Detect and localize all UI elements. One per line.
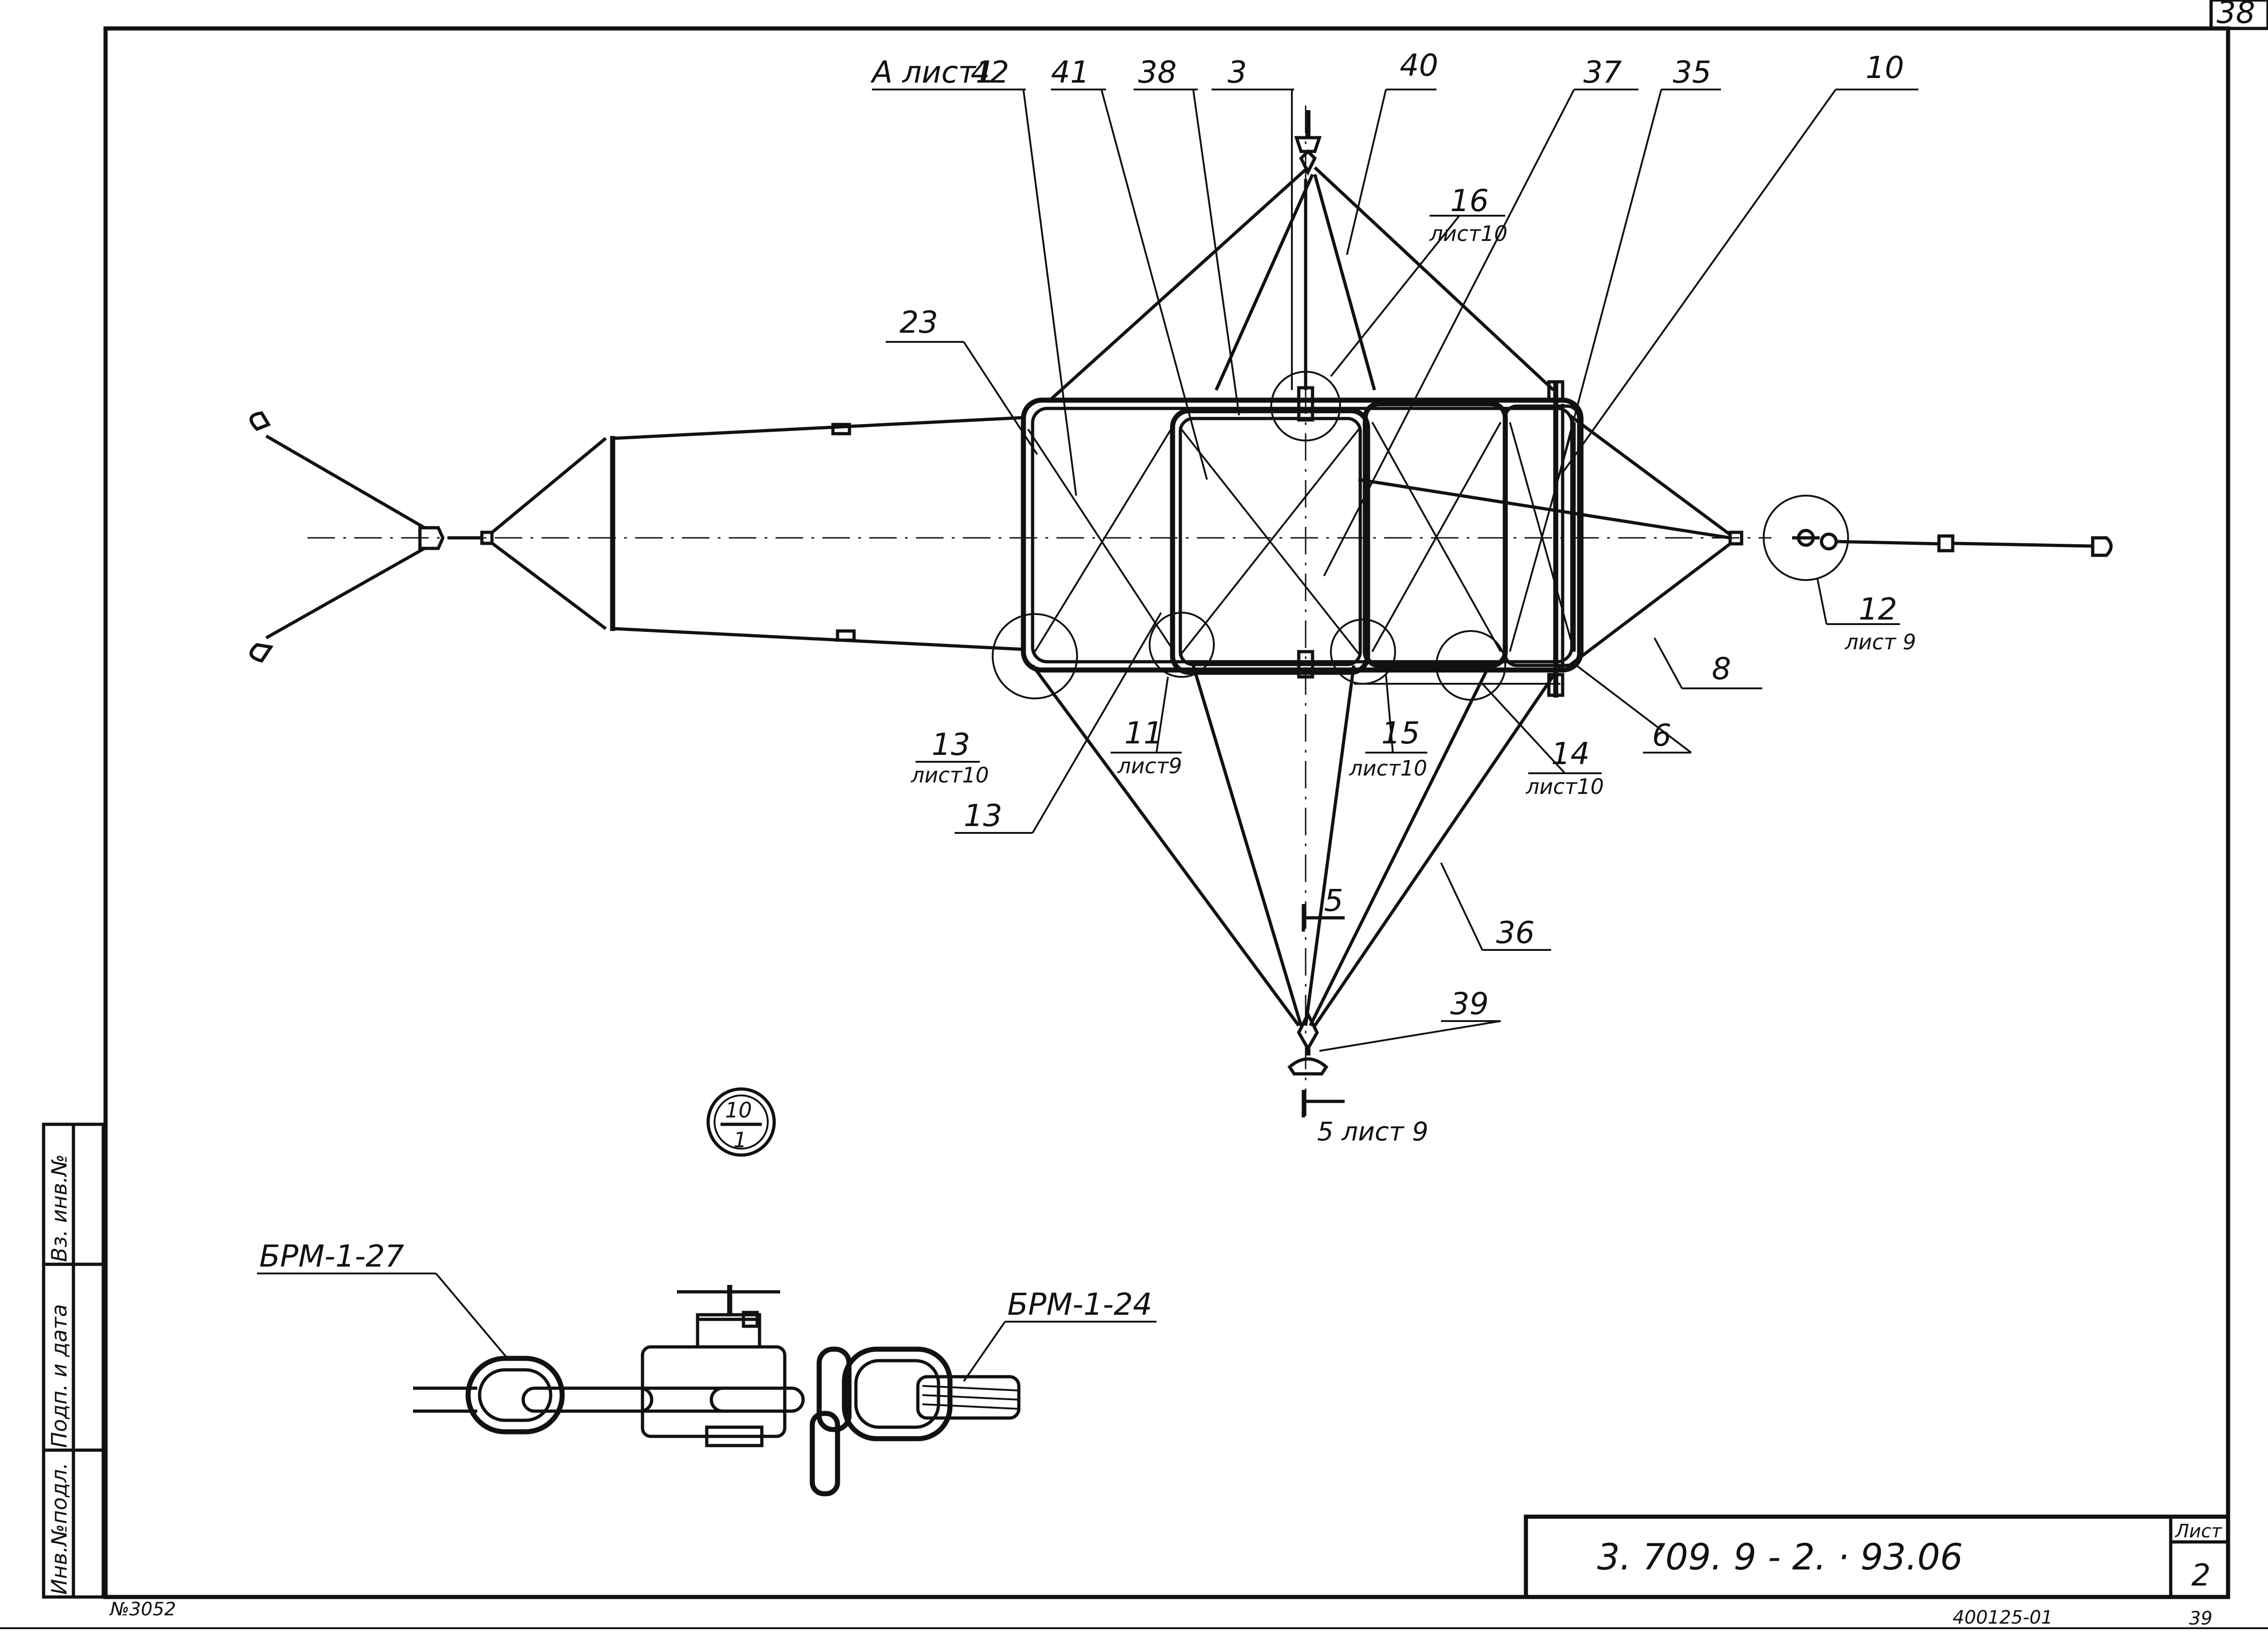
- callout-38: 38: [1138, 55, 1177, 90]
- callout-13-bottom: 13: [964, 798, 1002, 833]
- callout-15-sheet: лист10: [1349, 756, 1427, 781]
- detail-circle-11: [1149, 612, 1215, 678]
- right-frame-section: [1354, 380, 1581, 698]
- detail-circle-16: [1270, 371, 1341, 441]
- view-marker: [706, 1087, 776, 1157]
- callout-5: 5: [1324, 883, 1343, 918]
- callout-a-list1: А лист1: [870, 55, 995, 90]
- callout-10: 10: [1866, 50, 1904, 85]
- view-marker-bottom: 1: [733, 1128, 747, 1152]
- callout-12-sheet: лист 9: [1844, 630, 1916, 654]
- archive-number: 400125-01: [1953, 1607, 2053, 1628]
- callout-underlines: [872, 89, 1918, 1117]
- detail-circle-14: [1436, 630, 1506, 701]
- callout-6: 6: [1652, 718, 1671, 753]
- bottom-shackle: [1287, 1011, 1329, 1076]
- callout-23: 23: [899, 305, 938, 340]
- callout-8: 8: [1712, 651, 1731, 687]
- callout-15: 15: [1381, 715, 1420, 751]
- callout-14-sheet: лист10: [1525, 774, 1604, 799]
- detail-circles: [992, 371, 1849, 701]
- detail-circle-12: [1763, 495, 1849, 581]
- callout-16-sheet: лист10: [1429, 221, 1508, 246]
- corner-sheet-number-top: 38: [2217, 0, 2255, 30]
- detail-circle-13: [992, 613, 1078, 699]
- callout-11-sheet: лист9: [1117, 754, 1182, 778]
- inner-frame: [1170, 408, 1370, 675]
- brm-label-left: БРМ-1-27: [259, 1239, 404, 1274]
- callout-42: 42: [971, 55, 1009, 90]
- brm-label-right: БРМ-1-24: [1007, 1287, 1152, 1322]
- callout-3: 3: [1228, 55, 1247, 90]
- callout-41: 41: [1051, 55, 1089, 90]
- sheet-number: 2: [2191, 1558, 2211, 1593]
- view-marker-top: 10: [725, 1098, 752, 1122]
- callout-36: 36: [1496, 915, 1535, 950]
- top-shackle: [1294, 110, 1322, 176]
- side-stamp-inv-no-podl: Инв.№подл.: [47, 1463, 72, 1595]
- side-stamp-vz-inv-no: Вз. инв.№: [47, 1154, 72, 1262]
- chain-leaders: [257, 1273, 1156, 1382]
- inventory-stamp: №3052: [109, 1599, 176, 1620]
- bridle-lines: [1031, 166, 1732, 1027]
- section-ref: 5 лист 9: [1317, 1117, 1428, 1147]
- callout-39: 39: [1450, 986, 1489, 1022]
- callout-13-top-sheet: лист10: [911, 763, 989, 787]
- leader-lines: [963, 89, 1837, 1052]
- callout-37: 37: [1583, 55, 1622, 90]
- side-stamp-podp-i-data: Подп. и дата: [47, 1304, 72, 1448]
- sheet-label: Лист: [2174, 1521, 2223, 1542]
- tow-line-right: [1728, 529, 2113, 557]
- callout-14: 14: [1551, 736, 1590, 771]
- side-stamp: Инв.№подл. Подп. и дата Вз. инв.№: [42, 1122, 105, 1599]
- callout-16: 16: [1450, 183, 1489, 218]
- drawing-designation: 3. 709. 9 - 2. · 93.06: [1597, 1537, 1963, 1578]
- detail-circle-15: [1330, 619, 1396, 685]
- chain-detail: [413, 1285, 1021, 1496]
- tow-bridle-left: [249, 411, 1024, 663]
- corner-sheet-number-bottom: 39: [2189, 1608, 2212, 1629]
- callout-12: 12: [1859, 592, 1897, 627]
- callout-35: 35: [1673, 55, 1711, 90]
- callout-11: 11: [1124, 715, 1163, 751]
- title-block: [1524, 1514, 2230, 1599]
- callout-13-top: 13: [932, 727, 970, 762]
- callout-40: 40: [1400, 48, 1438, 83]
